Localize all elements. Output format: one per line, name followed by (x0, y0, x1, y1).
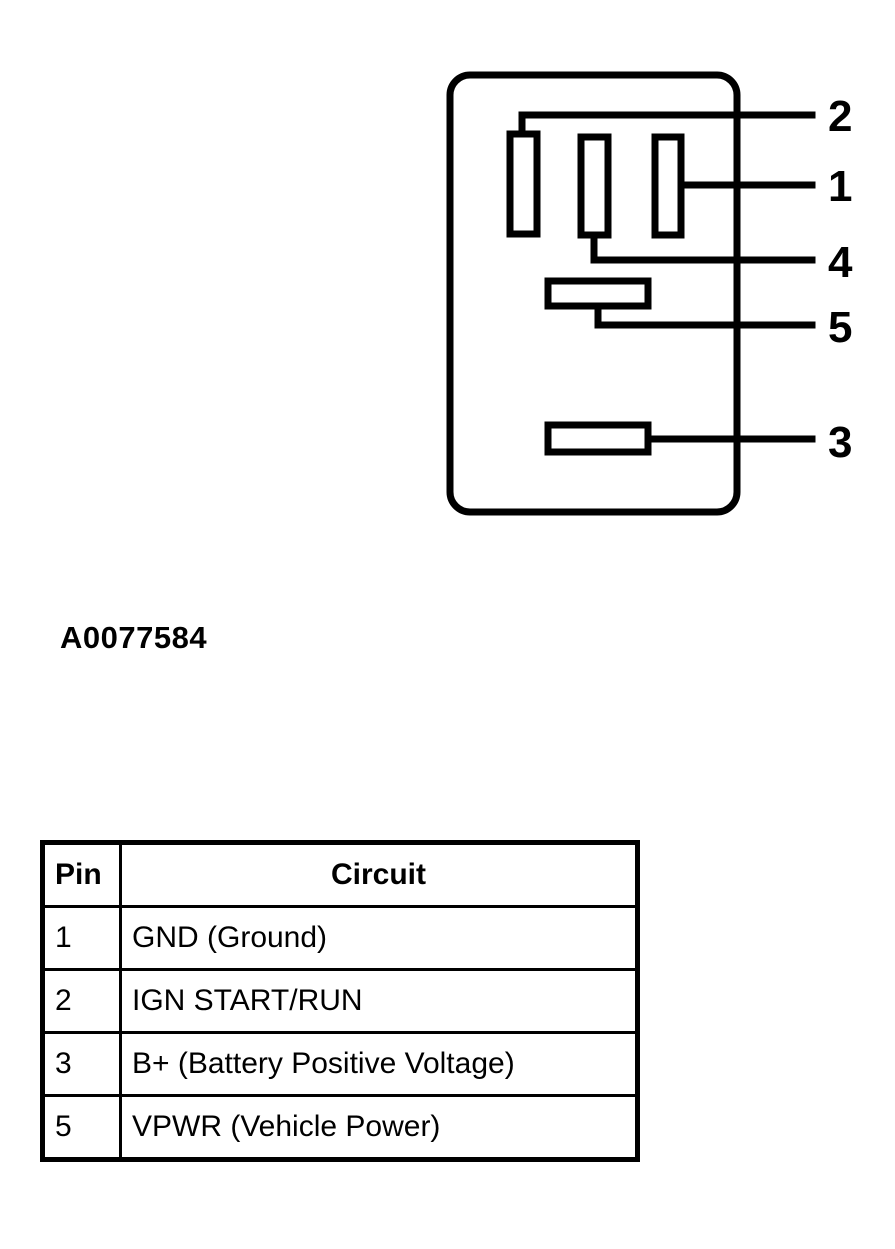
lead-line-pin-5 (594, 302, 816, 329)
lead-line-pin-4 (590, 231, 816, 264)
contact-blade-right (651, 133, 685, 239)
figure-id-label: A0077584 (60, 620, 208, 655)
column-header-circuit: Circuit (119, 841, 639, 908)
pin-callout-2: 2 (828, 92, 852, 141)
table-row: 1 GND (Ground) (41, 905, 639, 971)
table-row: 3 B+ (Battery Positive Voltage) (41, 1031, 639, 1097)
pin-callout-4: 4 (828, 238, 853, 287)
pin-callout-1: 1 (828, 162, 852, 211)
cell-circuit: GND (Ground) (119, 905, 639, 971)
cell-pin: 2 (41, 968, 122, 1034)
pin-callout-5: 5 (828, 303, 852, 352)
contact-bar-upper (544, 277, 652, 310)
cell-pin: 1 (41, 905, 122, 971)
cell-circuit: B+ (Battery Positive Voltage) (119, 1031, 639, 1097)
contact-bar-lower (544, 421, 652, 456)
lead-line-pin-2 (518, 111, 816, 138)
cell-pin: 5 (41, 1094, 122, 1161)
table-row: 2 IGN START/RUN (41, 968, 639, 1034)
pin-callout-3: 3 (828, 418, 852, 467)
column-header-pin: Pin (41, 841, 122, 908)
table-row: 5 VPWR (Vehicle Power) (41, 1094, 639, 1161)
cell-pin: 3 (41, 1031, 122, 1097)
cell-circuit: IGN START/RUN (119, 968, 639, 1034)
pin-circuit-table: Pin Circuit 1 GND (Ground) 2 IGN START/R… (40, 840, 640, 1162)
cell-circuit: VPWR (Vehicle Power) (119, 1094, 639, 1161)
connector-body-outline (446, 71, 741, 516)
table-header-row: Pin Circuit (41, 841, 639, 908)
connector-diagram: 2 1 4 5 3 (0, 0, 895, 560)
contact-blade-center (577, 133, 612, 239)
contact-blade-left (506, 130, 541, 238)
